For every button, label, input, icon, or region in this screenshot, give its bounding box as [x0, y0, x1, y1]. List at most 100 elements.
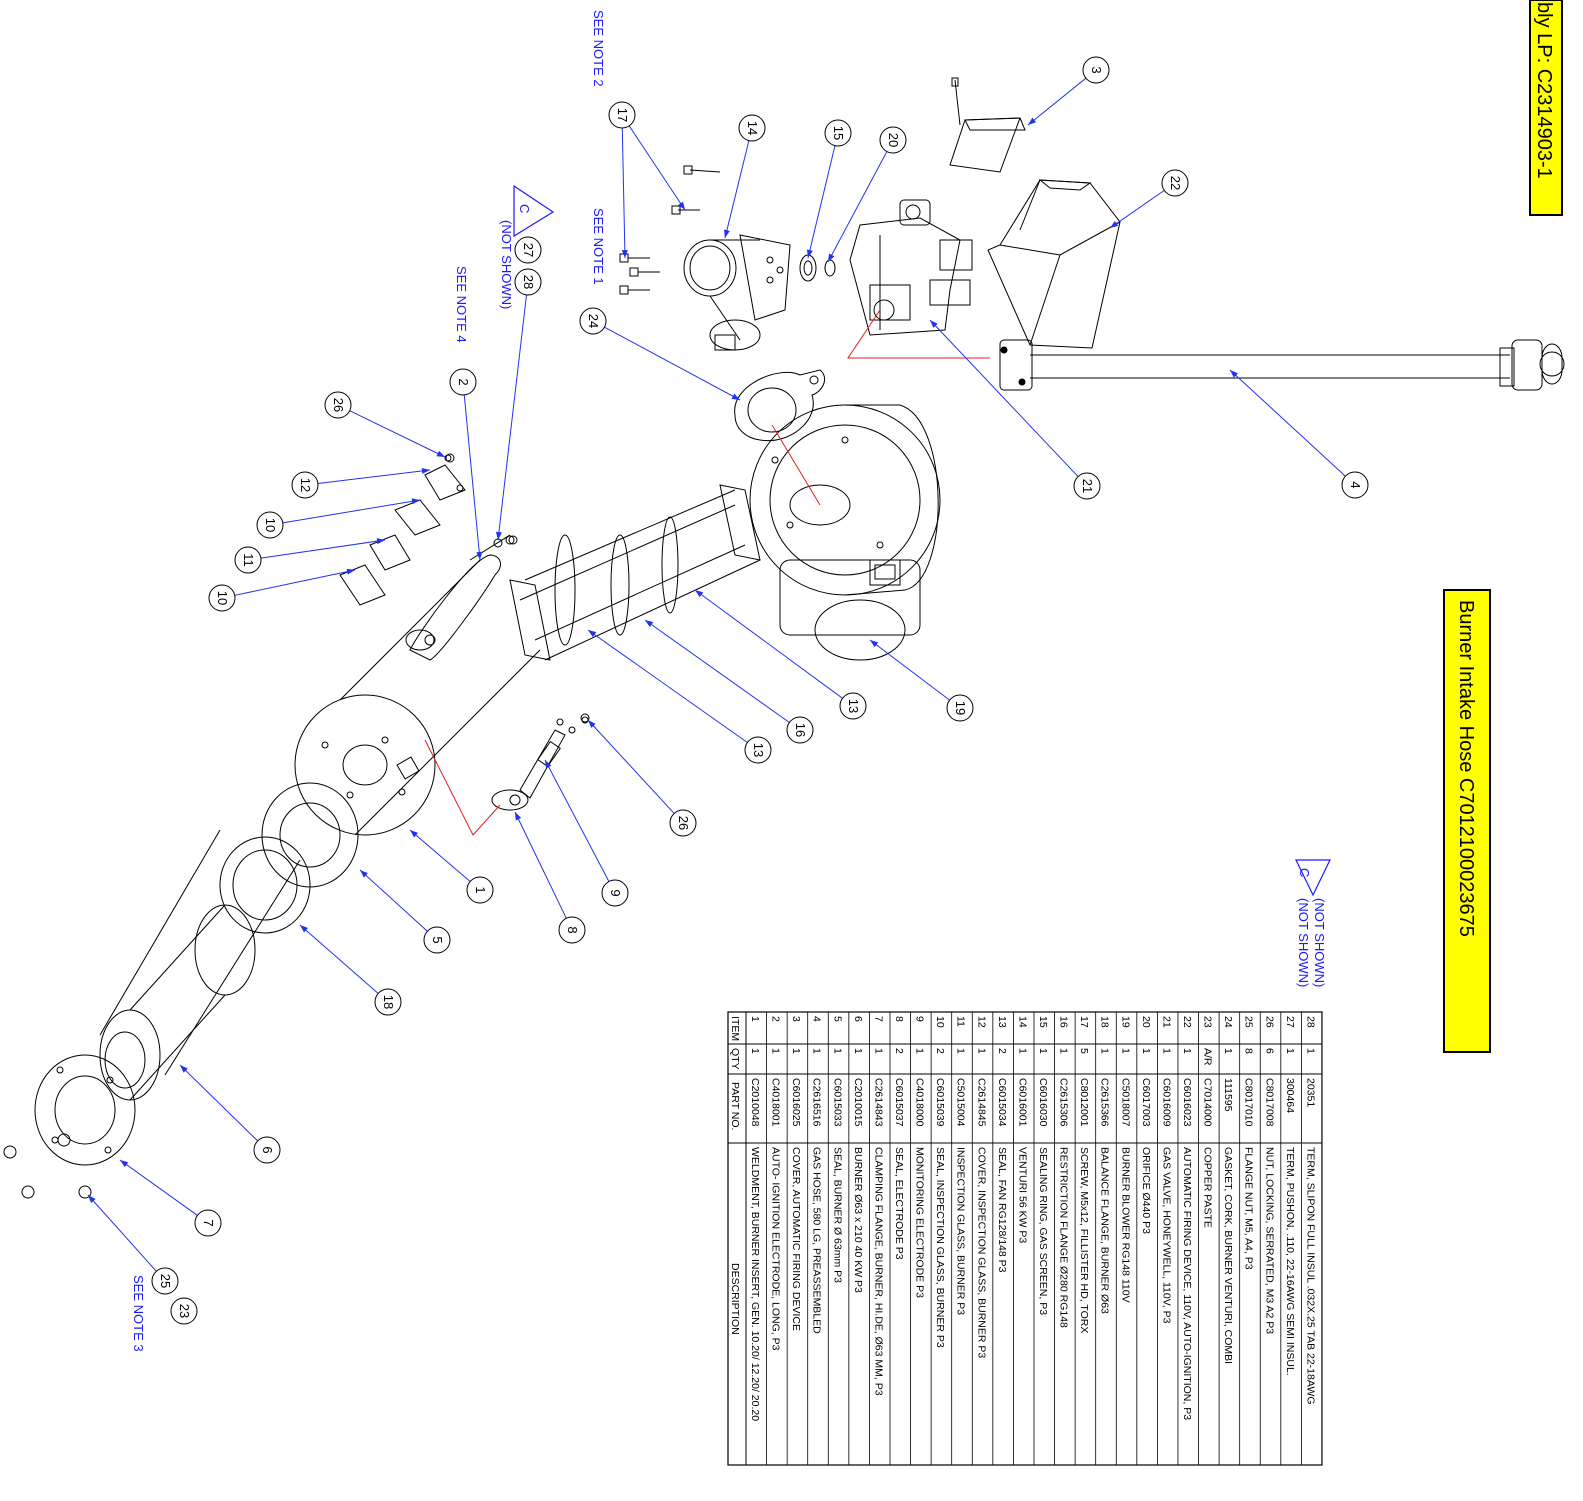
leader-arrowhead	[588, 720, 596, 728]
leader-arrowhead	[645, 620, 654, 628]
bom-cell-desc: RESTRICTION FLANGE Ø280 RG148	[1058, 1147, 1070, 1328]
hose-title-box: Burner Intake Hose C7012100023675	[1443, 589, 1491, 1053]
monitoring-electrode	[491, 716, 589, 811]
leader-arrowhead	[1110, 220, 1119, 228]
bom-cell-qty: 1	[1099, 1048, 1111, 1054]
assembly-title: bly LP: C2314903-1	[1533, 2, 1555, 179]
leader-line	[587, 719, 675, 814]
leader-line	[497, 294, 527, 541]
burner-blower	[749, 404, 941, 661]
bom-cell-qty: 1	[1284, 1048, 1296, 1054]
balloon-number: 1	[473, 886, 488, 893]
gas-hose	[999, 339, 1565, 391]
balloon-circle	[374, 988, 402, 1016]
balloon-number: 10	[215, 591, 230, 605]
leader-arrowhead	[695, 590, 704, 598]
bom-cell-desc: FLANGE NUT, M5, A4, P3	[1243, 1147, 1255, 1270]
balloon-circle	[786, 716, 814, 744]
balloon-item-19: 19	[869, 639, 974, 722]
note-3-label: SEE NOTE 3	[131, 1275, 146, 1352]
balloon-circle	[449, 368, 477, 396]
bom-cell-qty: 1	[1222, 1048, 1234, 1054]
balloon-item-10: 10	[256, 498, 421, 539]
bom-cell-item: 28	[1304, 1016, 1316, 1028]
leader-line	[604, 326, 741, 401]
balloon-circle	[423, 926, 451, 954]
balloon-item-9: 9	[544, 759, 629, 907]
balloon-circle	[170, 1297, 198, 1325]
bom-cell-part: C6017003	[1140, 1078, 1152, 1127]
balloon-circle	[558, 916, 586, 944]
balloon-item-6: 6	[179, 1064, 281, 1164]
gas-screen-sealing-ring	[799, 254, 817, 282]
leader-line	[514, 811, 567, 919]
leader-line	[317, 469, 431, 484]
revision-letter: C	[517, 204, 532, 213]
fillister-screws	[619, 165, 721, 295]
balloon-number: 10	[263, 518, 278, 532]
balloon-circle	[324, 391, 352, 419]
bom-cell-desc: BURNER BLOWER RG148 110V	[1119, 1147, 1131, 1303]
bom-cell-desc: TERM, SLIPON FULL INSUL .032X.25 TAB 22-…	[1304, 1147, 1316, 1405]
bom-cell-desc: AUTOMATIC FIRING DEVICE, 110V, AUTO-IGNI…	[1181, 1147, 1193, 1420]
leader-arrowhead	[870, 640, 879, 648]
balloon-number: 24	[586, 314, 601, 328]
bom-cell-desc: SEALING RING, GAS SCREEN, P3	[1037, 1147, 1049, 1315]
balloon-number: 26	[676, 816, 691, 830]
leader-arrowhead	[411, 498, 420, 505]
bom-cell-part: C4018000	[914, 1078, 926, 1127]
bom-cell-item: 12	[975, 1016, 987, 1028]
bom-cell-desc: COPPER PASTE	[1202, 1147, 1214, 1228]
bom-cell-part: C6015037	[893, 1078, 905, 1127]
leader-arrowhead	[376, 538, 385, 545]
leader-line	[359, 869, 428, 932]
leader-line	[409, 829, 471, 882]
bom-cell-qty: 1	[1119, 1048, 1131, 1054]
leader-arrowhead	[421, 467, 430, 474]
bom-cell-part: C2615366	[1099, 1078, 1111, 1127]
balloon-item-13: 13	[694, 589, 867, 720]
auto-ignition-electrode	[405, 534, 515, 661]
bom-cell-item: 15	[1037, 1016, 1049, 1028]
balloon-circle	[1073, 472, 1101, 500]
bom-cell-qty: 5	[1078, 1048, 1090, 1054]
balloon-number: 6	[260, 1146, 275, 1153]
bom-cell-item: 10	[934, 1016, 946, 1028]
balloon-circle	[608, 101, 636, 129]
balloon-item-28: 28	[495, 268, 542, 541]
revision-marker-27-28: C (NOT SHOWN)	[499, 184, 555, 309]
leader-arrowhead	[495, 531, 502, 540]
balloon-number: 12	[298, 478, 313, 492]
gas-valve	[849, 199, 973, 336]
bom-cell-desc: NUT, LOCKING, SERRATED, M3 A2 P3	[1263, 1147, 1275, 1334]
bom-cell-desc: SEAL, BURNER Ø 63mm P3	[831, 1147, 843, 1283]
balloon-circle	[669, 809, 697, 837]
balloon-item-24: 24	[579, 307, 741, 401]
leader-arrowhead	[180, 1065, 188, 1073]
bom-cell-item: 2	[770, 1016, 782, 1022]
balloon-circle	[1161, 169, 1189, 197]
balloon-circle	[1082, 56, 1110, 84]
balloon-item-27: 27	[514, 236, 542, 264]
leader-line	[119, 1159, 198, 1216]
bom-cell-qty: 8	[1243, 1048, 1255, 1054]
note-4-label: SEE NOTE 4	[454, 266, 469, 343]
bom-cell-qty: 6	[1263, 1048, 1275, 1054]
bom-cell-desc: SCREW, M5x12, FILLISTER HD, TORX	[1078, 1147, 1090, 1333]
balloon-item-11: 11	[234, 538, 386, 574]
balloon-item-23: 23	[170, 1297, 198, 1325]
balloon-number: 4	[1348, 481, 1363, 488]
balloon-number: 15	[831, 126, 846, 140]
bom-cell-desc: CLAMPING FLANGE, BURNER, HI.DE, Ø63 MM, …	[872, 1147, 884, 1396]
bom-cell-desc: SEAL, INSPECTION GLASS, BURNER P3	[934, 1147, 946, 1348]
balloon-item-2: 2	[449, 368, 483, 561]
leader-line	[929, 319, 1079, 477]
